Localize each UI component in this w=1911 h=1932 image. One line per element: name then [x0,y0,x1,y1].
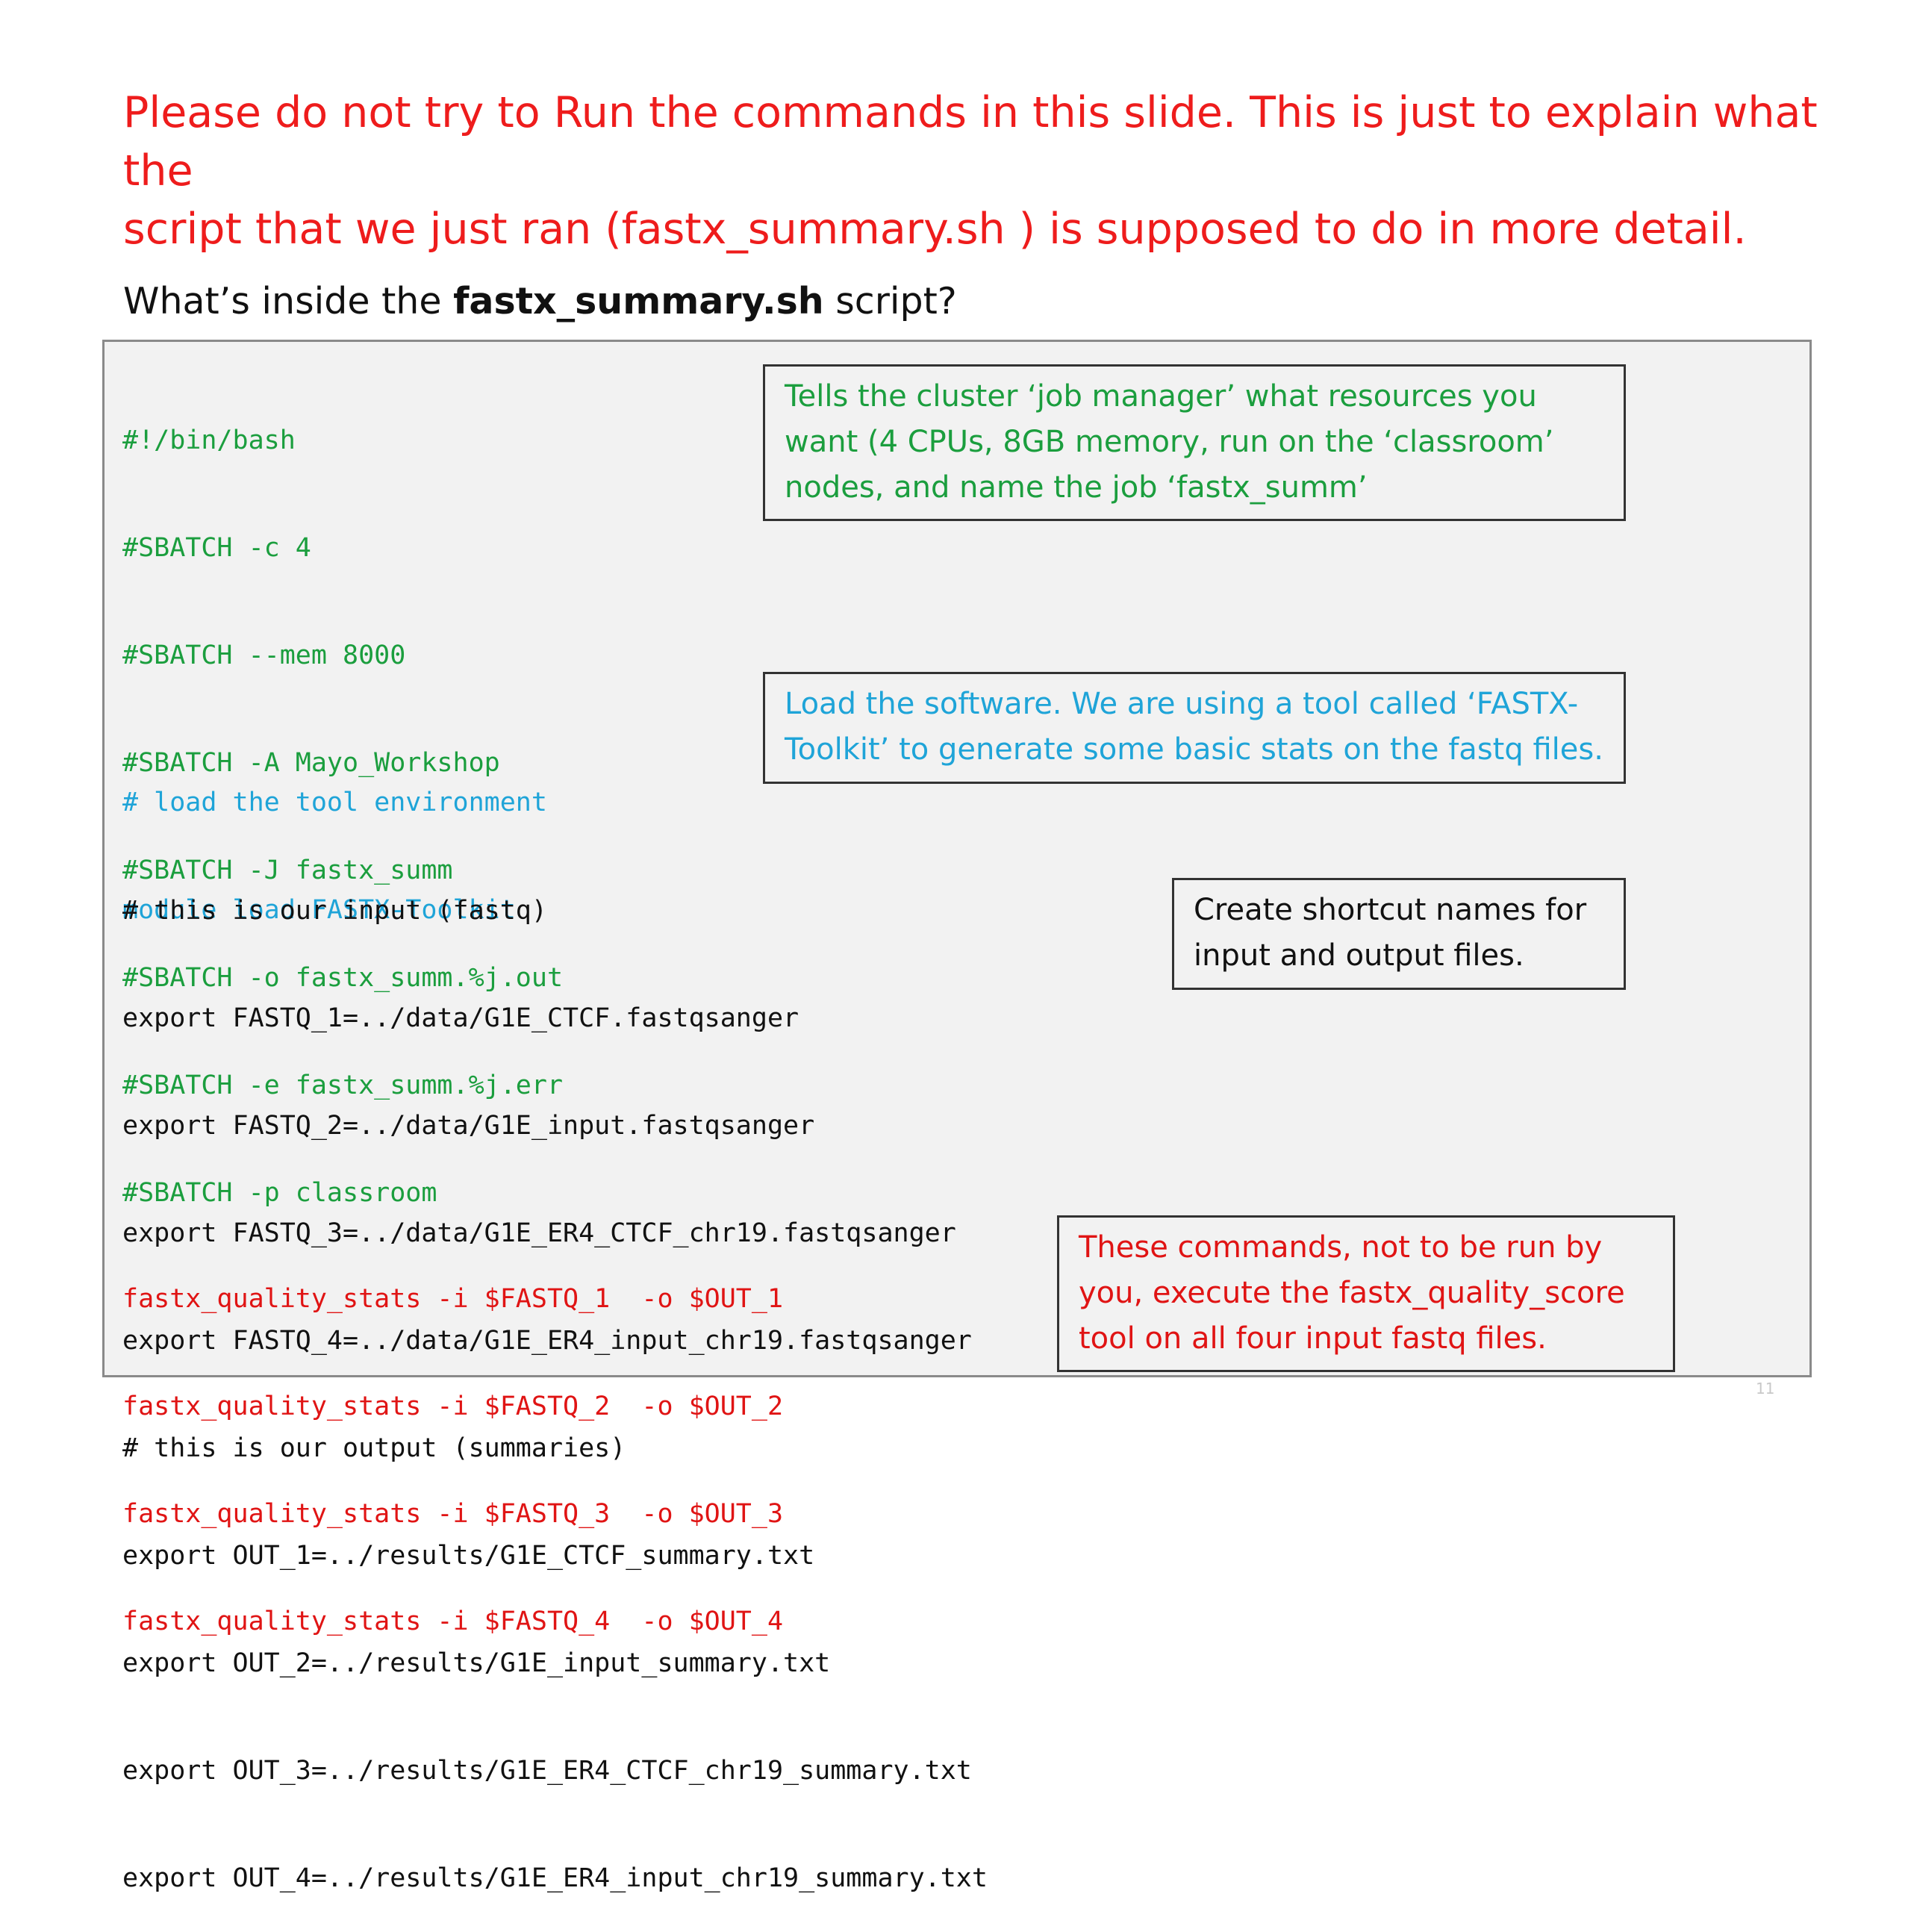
callout-line: tool on all four input fastq files. [1079,1321,1547,1356]
callout-line: Create shortcut names for [1194,893,1587,927]
callout-line: nodes, and name the job ‘fastx_summ’ [785,470,1368,505]
code-line: module load FASTX-Toolkit [122,895,516,925]
subtitle-script-name: fastx_summary.sh [453,280,824,322]
code-line: #!/bin/bash [122,426,296,455]
slide-warning-text: Please do not try to Run the commands in… [123,84,1855,258]
slide-subtitle: What’s inside the fastx_summary.sh scrip… [123,276,957,327]
callout-line: want (4 CPUs, 8GB memory, run on the ‘cl… [785,425,1554,459]
code-line: #SBATCH -A Mayo_Workshop [122,748,500,778]
code-line: export FASTQ_4=../data/G1E_ER4_input_chr… [122,1326,972,1356]
warning-line: Please do not try to Run the commands in… [123,88,1818,196]
code-line: fastx_quality_stats -i $FASTQ_1 -o $OUT_… [122,1284,784,1314]
code-line: fastx_quality_stats -i $FASTQ_3 -o $OUT_… [122,1499,784,1529]
callout-line: input and output files. [1194,938,1524,973]
subtitle-prefix: What’s inside the [123,280,454,322]
code-line: #SBATCH --mem 8000 [122,641,406,670]
callout-shortcuts: Create shortcut names for input and outp… [1172,878,1626,990]
callout-line: These commands, not to be run by [1079,1230,1603,1265]
code-line: # load the tool environment [122,788,547,817]
code-line: #SBATCH -e fastx_summ.%j.err [122,1071,564,1100]
callout-commands: These commands, not to be run by you, ex… [1057,1215,1675,1372]
module-code-block: # load the tool environment module load … [122,713,547,964]
warning-line: script that we just ran (fastx_summary.s… [123,205,1747,254]
code-line: export OUT_4=../results/G1E_ER4_input_ch… [122,1863,988,1893]
code-line: export FASTQ_1=../data/G1E_CTCF.fastqsan… [122,1003,799,1033]
code-line: export FASTQ_2=../data/G1E_input.fastqsa… [122,1111,815,1141]
callout-software: Load the software. We are using a tool c… [763,672,1626,784]
code-line: export OUT_3=../results/G1E_ER4_CTCF_chr… [122,1756,972,1786]
sbatch-code-block: #!/bin/bash #SBATCH -c 4 #SBATCH --mem 8… [122,351,563,1247]
callout-line: you, execute the fastx_quality_score [1079,1276,1625,1310]
callout-resources: Tells the cluster ‘job manager’ what res… [763,364,1626,521]
code-line: #SBATCH -J fastx_summ [122,856,453,885]
code-line: # this is our input (fastq) [122,896,547,926]
code-line: export FASTQ_3=../data/G1E_ER4_CTCF_chr1… [122,1218,956,1248]
code-line: #SBATCH -p classroom [122,1178,437,1208]
page-number: 11 [1756,1380,1775,1397]
callout-line: Load the software. We are using a tool c… [785,687,1579,721]
code-line: #SBATCH -o fastx_summ.%j.out [122,963,564,993]
code-line: fastx_quality_stats -i $FASTQ_2 -o $OUT_… [122,1392,784,1421]
callout-line: Tells the cluster ‘job manager’ what res… [785,379,1537,414]
callout-line: Toolkit’ to generate some basic stats on… [785,732,1603,767]
commands-code-block: fastx_quality_stats -i $FASTQ_1 -o $OUT_… [122,1209,783,1675]
code-line: #SBATCH -c 4 [122,533,311,563]
code-line: fastx_quality_stats -i $FASTQ_4 -o $OUT_… [122,1607,784,1636]
subtitle-suffix: script? [823,280,957,322]
